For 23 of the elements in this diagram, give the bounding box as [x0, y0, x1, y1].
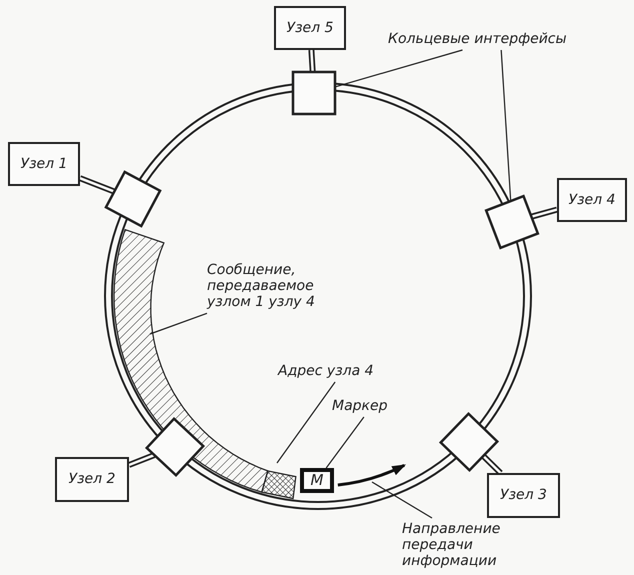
leader-line — [334, 49, 463, 88]
node-box: Узел 5 — [274, 6, 346, 50]
annotation-text: Маркер — [332, 395, 412, 417]
annotation-text: Адрес узла 4 — [278, 360, 408, 382]
leader-line — [276, 382, 336, 464]
node-box: Узел 3 — [487, 473, 560, 518]
double-line — [481, 454, 503, 476]
node-box: Узел 1 — [8, 142, 80, 186]
node-box: Узел 2 — [55, 457, 129, 502]
marker-box: М — [300, 468, 334, 493]
annotation-text: Сообщение, передаваемое узлом 1 узлу 4 — [207, 258, 357, 314]
annotation-text: Кольцевые интерфейсы — [388, 28, 613, 50]
leader-line — [372, 481, 432, 519]
double-line — [78, 175, 116, 194]
node-box: Узел 4 — [557, 178, 627, 222]
ring-interface-box — [292, 70, 336, 116]
leader-line — [326, 416, 364, 468]
annotation-text: Направление передачи информации — [402, 518, 552, 572]
double-line — [128, 452, 156, 468]
double-line — [308, 50, 316, 72]
address-segment — [261, 470, 296, 500]
leader-line — [500, 50, 512, 202]
double-line — [530, 206, 558, 220]
